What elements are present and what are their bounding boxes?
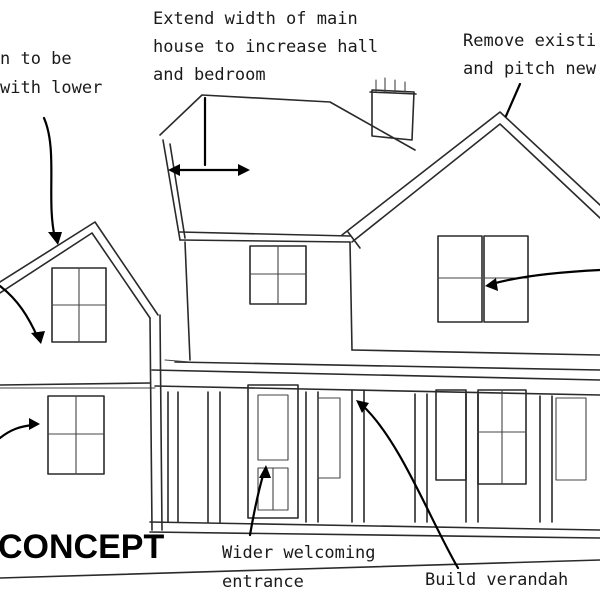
note-extend-width: Extend width of main house to increase h… [153, 9, 378, 85]
house-drawing [0, 77, 600, 579]
note-build-verandah-line-1: Build verandah [425, 570, 568, 590]
note-left-partial-line-1: n to be [0, 49, 72, 69]
note-remove-pitch-line-2: and pitch new [463, 59, 597, 79]
note-remove-pitch-line-1: Remove existi [463, 31, 596, 51]
note-left-partial-line-2: with lower [0, 78, 102, 98]
note-build-verandah: Build verandah [425, 570, 568, 590]
note-wider-entrance-line-1: Wider welcoming [222, 543, 376, 563]
note-extend-width-line-2: house to increase hall [153, 37, 378, 57]
note-wider-entrance: Wider welcoming entrance [222, 543, 376, 592]
annotation-arrows [0, 82, 600, 570]
note-extend-width-line-3: and bedroom [153, 65, 266, 85]
note-extend-width-line-1: Extend width of main [153, 9, 358, 29]
note-left-partial: n to be with lower [0, 49, 102, 98]
concept-label: CONCEPT [0, 528, 164, 566]
note-wider-entrance-line-2: entrance [222, 572, 304, 592]
note-remove-pitch: Remove existi and pitch new [463, 31, 597, 79]
